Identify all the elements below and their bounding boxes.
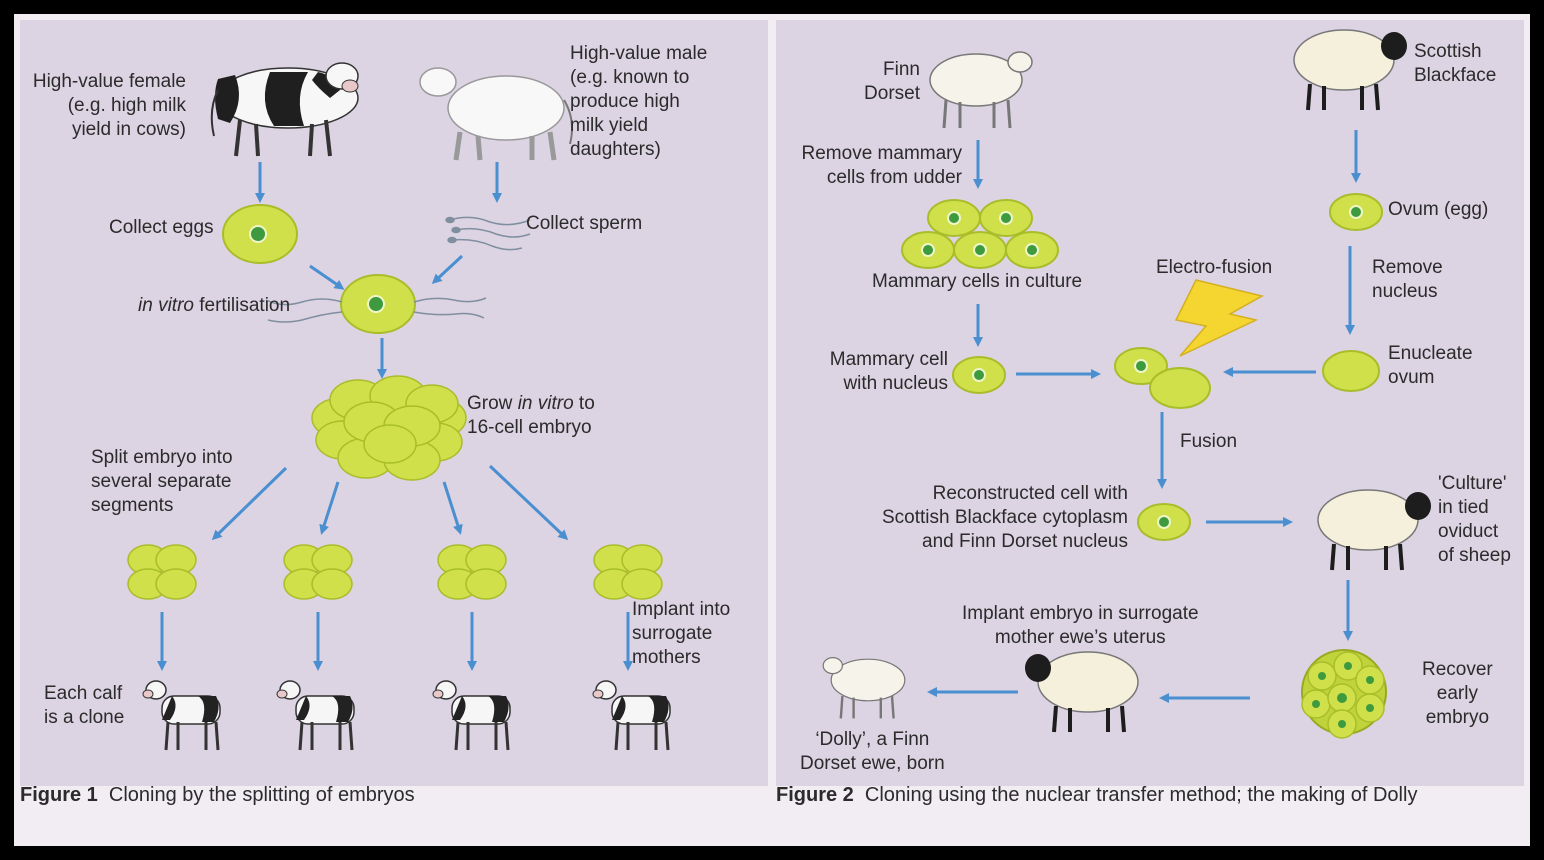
clone-calf-icon-2: [275, 679, 356, 752]
figure1-caption: Figure 1 Cloning by the splitting of emb…: [20, 784, 415, 807]
figure1-caption-number: Figure 1: [20, 784, 98, 806]
figure1-caption-text: Cloning by the splitting of embryos: [108, 784, 415, 806]
fusion-label: Fusion: [1180, 431, 1238, 452]
early-embryo: [1301, 649, 1387, 739]
reconstructed-cell: [1137, 503, 1191, 541]
mammary-cells-in-culture: [901, 199, 1059, 269]
each-calf-clone-label: Each calf is a clone: [44, 683, 125, 728]
high-value-female-cow-icon: [210, 62, 359, 157]
figure-frame: High-value female (e.g. high milk yield …: [14, 14, 1530, 846]
finn-dorset-label: Finn Dorset: [864, 59, 920, 104]
figure2-diagram: [822, 28, 1433, 739]
high-value-male-bull-icon: [419, 67, 573, 161]
mammary-cells-culture-label: Mammary cells in culture: [872, 271, 1083, 292]
split-embryo-label: Split embryo into several separate segme…: [91, 447, 233, 516]
implant-embryo-label: Implant embryo in surrogate mother ewe’s…: [962, 603, 1199, 648]
fertilised-egg-cell: [265, 274, 487, 334]
culture-oviduct-label: 'Culture' in tied oviduct of sheep: [1438, 473, 1511, 566]
female-label: High-value female (e.g. high milk yield …: [32, 71, 186, 140]
arrow-to-segment-4: [488, 464, 569, 541]
culture-oviduct-sheep-icon: [1316, 488, 1433, 572]
ivf-italic-text: in vitro: [138, 295, 194, 316]
collected-egg-cell: [222, 204, 298, 264]
mammary-cell-with-nucleus: [952, 356, 1006, 394]
dolly-sheep-icon: [822, 656, 906, 720]
grow-in-vitro-label: Grow in vitro to 16-cell embryo: [467, 392, 595, 440]
electro-fusion-label: Electro-fusion: [1156, 257, 1273, 278]
mammary-cell-nucleus-label: Mammary cell with nucleus: [829, 349, 948, 394]
clone-calf-icon-4: [591, 679, 672, 752]
figure2-caption: Figure 2 Cloning using the nuclear trans…: [776, 784, 1417, 807]
embryo-segment-4: [593, 544, 663, 600]
electro-fusion-cells: [1114, 347, 1211, 409]
ovum-egg-cell: [1329, 193, 1383, 231]
surrogate-ewe-sheep-icon: [1023, 650, 1140, 734]
finn-dorset-sheep-icon: [928, 50, 1034, 130]
implant-surrogate-label: Implant into surrogate mothers: [632, 599, 731, 668]
arrow-to-segment-3: [442, 481, 463, 535]
in-vitro-fertilisation-label: in vitro fertilisation: [138, 294, 290, 318]
arrow-sperm-to-fertilisation: [431, 254, 464, 285]
embryo-segment-2: [283, 544, 353, 600]
clone-calf-icon-1: [141, 679, 222, 752]
lightning-bolt-icon: [1174, 279, 1265, 357]
grow-italic-text: in vitro: [517, 393, 574, 414]
male-label: High-value male (e.g. known to produce h…: [570, 43, 708, 160]
arrow-to-segment-1: [211, 466, 288, 541]
sixteen-cell-embryo: [311, 375, 467, 481]
collect-eggs-label: Collect eggs: [109, 217, 214, 238]
scottish-blackface-label: Scottish Blackface: [1414, 41, 1497, 86]
grow-text-b: to: [573, 393, 595, 414]
enucleate-ovum-label: Enucleate ovum: [1388, 343, 1473, 388]
reconstructed-cell-label: Reconstructed cell with Scottish Blackfa…: [881, 483, 1128, 552]
figure1-diagram: [127, 62, 672, 752]
remove-nucleus-label: Remove nucleus: [1372, 257, 1443, 302]
arrow-egg-to-fertilisation: [309, 264, 345, 290]
dolly-label: ‘Dolly’, a Finn Dorset ewe, born: [800, 729, 945, 774]
enucleate-ovum-cell: [1322, 350, 1380, 392]
figure2-caption-text: Cloning using the nuclear transfer metho…: [864, 784, 1418, 806]
figure1-panel: High-value female (e.g. high milk yield …: [20, 20, 768, 786]
arrow-to-segment-2: [319, 481, 340, 535]
ivf-rest-text: fertilisation: [193, 295, 291, 316]
recover-embryo-label: Recover early embryo: [1422, 659, 1493, 728]
figure2-caption-number: Figure 2: [776, 784, 854, 806]
ovum-egg-label: Ovum (egg): [1388, 199, 1489, 220]
sperm-icon: [445, 216, 531, 251]
embryo-segment-3: [437, 544, 507, 600]
grow-text-a: Grow: [467, 393, 518, 414]
scottish-blackface-sheep-icon: [1292, 28, 1409, 112]
collect-sperm-label: Collect sperm: [526, 213, 643, 234]
remove-mammary-label: Remove mammary cells from udder: [801, 143, 962, 188]
embryo-segment-1: [127, 544, 197, 600]
grow-line-2: 16-cell embryo: [467, 417, 592, 438]
clone-calf-icon-3: [431, 679, 512, 752]
figure2-panel: Finn Dorset Scottish Blackface Remove ma…: [776, 20, 1524, 786]
